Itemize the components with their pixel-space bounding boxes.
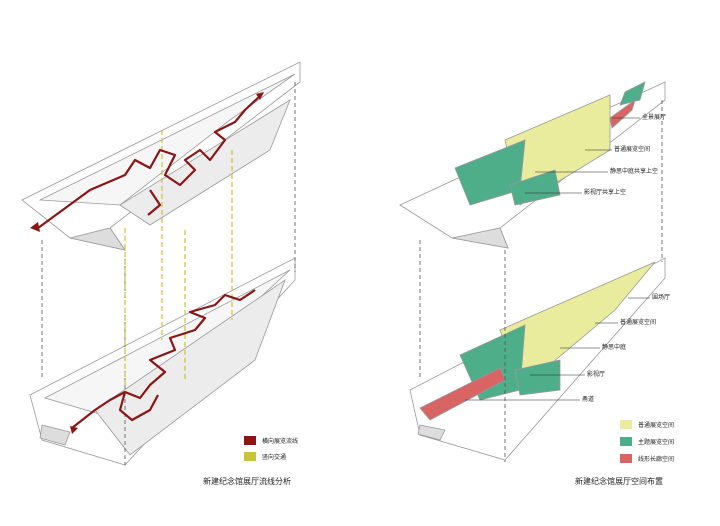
label-atrium-void: 静思中庭共享上空 [610,168,659,175]
legend-item-horizontal-flow: 横向展览流线 [244,436,298,445]
left-vertical-traffic-lines [124,130,233,385]
label-cinema-void: 影视厅共享上空 [584,189,627,196]
legend-swatch [244,452,256,461]
right-upper-floor [399,81,666,249]
legend-swatch [620,437,632,446]
legend-label: 横向展览流线 [262,438,299,445]
legend-label: 普通展览空间 [638,422,675,429]
left-lower-floor [29,257,296,466]
legend-label: 线形长廊空间 [638,456,675,463]
left-diagram-title: 新建纪念馆展厅流线分析 [203,477,291,486]
left-horizontal-circulation [37,95,261,429]
arrow-icon [256,92,264,100]
label-atrium: 静思中庭 [602,344,627,351]
label-normal-exhibition-lower: 普通展览空间 [620,319,657,326]
legend-label: 主题展览空间 [638,439,675,446]
label-panorama-hall: 全景展厅 [642,114,667,121]
right-diagram-title: 新建纪念馆展厅空间布置 [575,477,663,486]
legend-item-theme-exhibition: 主题展览空间 [620,437,674,446]
legend-swatch [620,454,632,463]
label-normal-exhibition: 普通展览空间 [614,146,651,153]
legend-label: 竖向交通 [262,454,287,461]
label-enclosure-hall: 围场厅 [652,294,671,301]
arrow-icon [70,426,78,434]
label-cinema: 影视厅 [587,371,606,378]
legend-swatch [244,436,256,445]
label-corridor: 甬道 [582,396,595,403]
right-lower-floor [409,257,666,461]
right-dashed-guides [419,100,663,462]
legend-item-linear-gallery: 线形长廊空间 [620,454,674,463]
legend-item-normal-exhibition: 普通展览空间 [620,420,674,429]
left-upper-floor [21,61,301,251]
legend-item-vertical-traffic: 竖向交通 [244,452,286,461]
legend-swatch [620,420,632,429]
right-leader-lines [465,117,650,401]
arrow-icon [30,222,40,232]
